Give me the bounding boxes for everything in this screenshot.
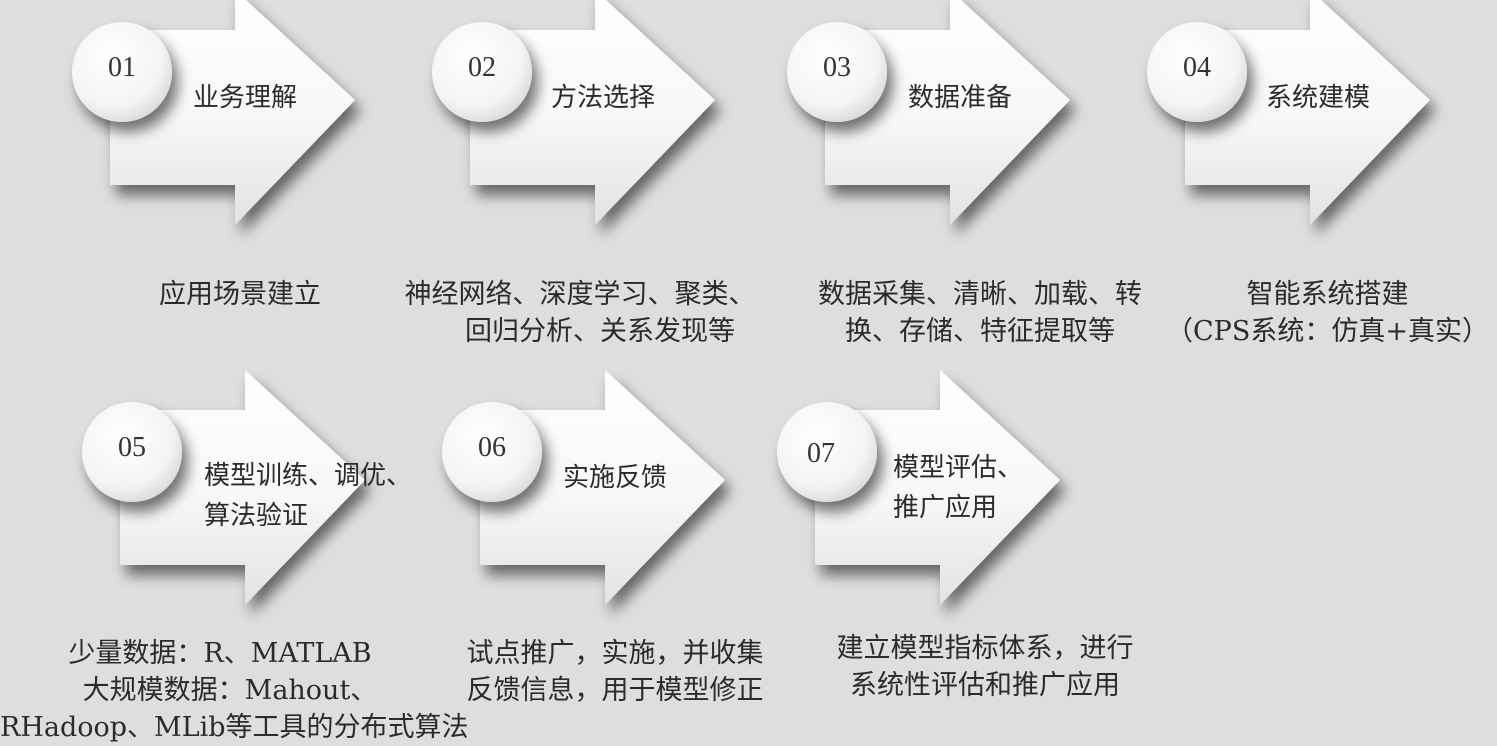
arrow-shape xyxy=(787,0,1070,225)
step-caption-01: 应用场景建立 xyxy=(159,279,321,310)
number-circle xyxy=(1147,22,1247,122)
step-title: 系统建模 xyxy=(1266,83,1371,113)
step-title: 业务理解 xyxy=(193,83,298,113)
step-title: 实施反馈 xyxy=(563,463,668,493)
step-number: 01 xyxy=(108,52,136,83)
arrow-shape xyxy=(777,370,1060,605)
step-number: 07 xyxy=(807,438,835,469)
number-circle xyxy=(787,22,887,122)
step-number: 04 xyxy=(1183,52,1211,83)
arrow-shape xyxy=(442,370,725,605)
arrow-shape xyxy=(1147,0,1430,225)
step-caption-05: 少量数据：R、MATLAB 大规模数据：Mahout、 RHadoop、MLib… xyxy=(0,638,469,743)
arrow-shape xyxy=(72,0,355,225)
step-title: 模型评估、 推广应用 xyxy=(893,453,1024,523)
number-circle xyxy=(82,402,182,502)
step-number: 05 xyxy=(118,432,146,463)
step-number: 06 xyxy=(478,432,506,463)
number-circle xyxy=(72,22,172,122)
step-02: 02 方法选择 xyxy=(420,0,740,250)
step-title: 数据准备 xyxy=(908,83,1013,113)
step-title: 模型训练、调优、 算法验证 xyxy=(204,461,413,531)
arrow-shape xyxy=(82,370,365,605)
step-caption-03: 数据采集、清晰、加载、转 换、存储、特征提取等 xyxy=(818,279,1142,347)
step-04: 04 系统建模 xyxy=(1135,0,1455,250)
step-06: 06 实施反馈 xyxy=(430,370,750,630)
number-circle xyxy=(432,22,532,122)
step-number: 02 xyxy=(468,52,496,83)
step-caption-04: 智能系统搭建 （CPS系统：仿真+真实） xyxy=(1166,279,1489,347)
number-circle xyxy=(442,402,542,502)
step-caption-06: 试点推广，实施，并收集 反馈信息，用于模型修正 xyxy=(466,638,764,706)
number-circle xyxy=(777,402,877,502)
step-title: 方法选择 xyxy=(551,83,656,113)
step-03: 03 数据准备 xyxy=(775,0,1095,250)
arrow-shape xyxy=(432,0,715,225)
step-caption-02: 神经网络、深度学习、聚类、 回归分析、关系发现等 xyxy=(404,279,756,347)
step-05: 05 模型训练、调优、 算法验证 xyxy=(70,370,412,630)
step-number: 03 xyxy=(823,52,851,83)
step-07: 07 模型评估、 推广应用 xyxy=(765,370,1085,630)
step-01: 01 业务理解 xyxy=(60,0,380,250)
step-caption-07: 建立模型指标体系，进行 系统性评估和推广应用 xyxy=(836,633,1134,701)
